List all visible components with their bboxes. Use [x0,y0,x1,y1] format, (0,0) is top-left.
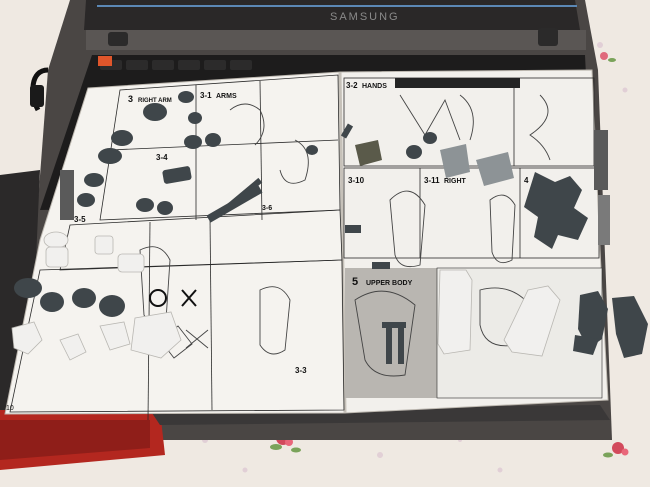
page-number: 10 [6,405,14,412]
step-label-5: 5 [352,276,358,288]
step-title-arms: ARMS [216,93,237,100]
step-label-3-6: 3-6 [262,205,272,212]
step-title-upper-body: UPPER BODY [366,280,413,287]
step-label-3: 3 [128,94,133,104]
step-title-hands: HANDS [362,83,387,90]
dark-grey-parts [14,91,648,364]
step-title-right: RIGHT [444,178,467,185]
step-label-4: 4 [524,176,529,185]
grey-parts [355,140,514,186]
step-label-3-11: 3-11 [424,176,440,185]
step-label-3-3: 3-3 [295,366,307,375]
step-label-3-2: 3-2 [346,81,358,90]
white-parts [11,231,561,361]
step-label-3-1: 3-1 [200,91,212,100]
laptop-brand-logo: SAMSUNG [330,11,400,23]
step-label-3-5: 3-5 [74,215,86,224]
step-title-right-arm: RIGHT ARM [138,98,172,104]
step-label-3-4: 3-4 [156,153,168,162]
step-label-3-10: 3-10 [348,176,365,185]
